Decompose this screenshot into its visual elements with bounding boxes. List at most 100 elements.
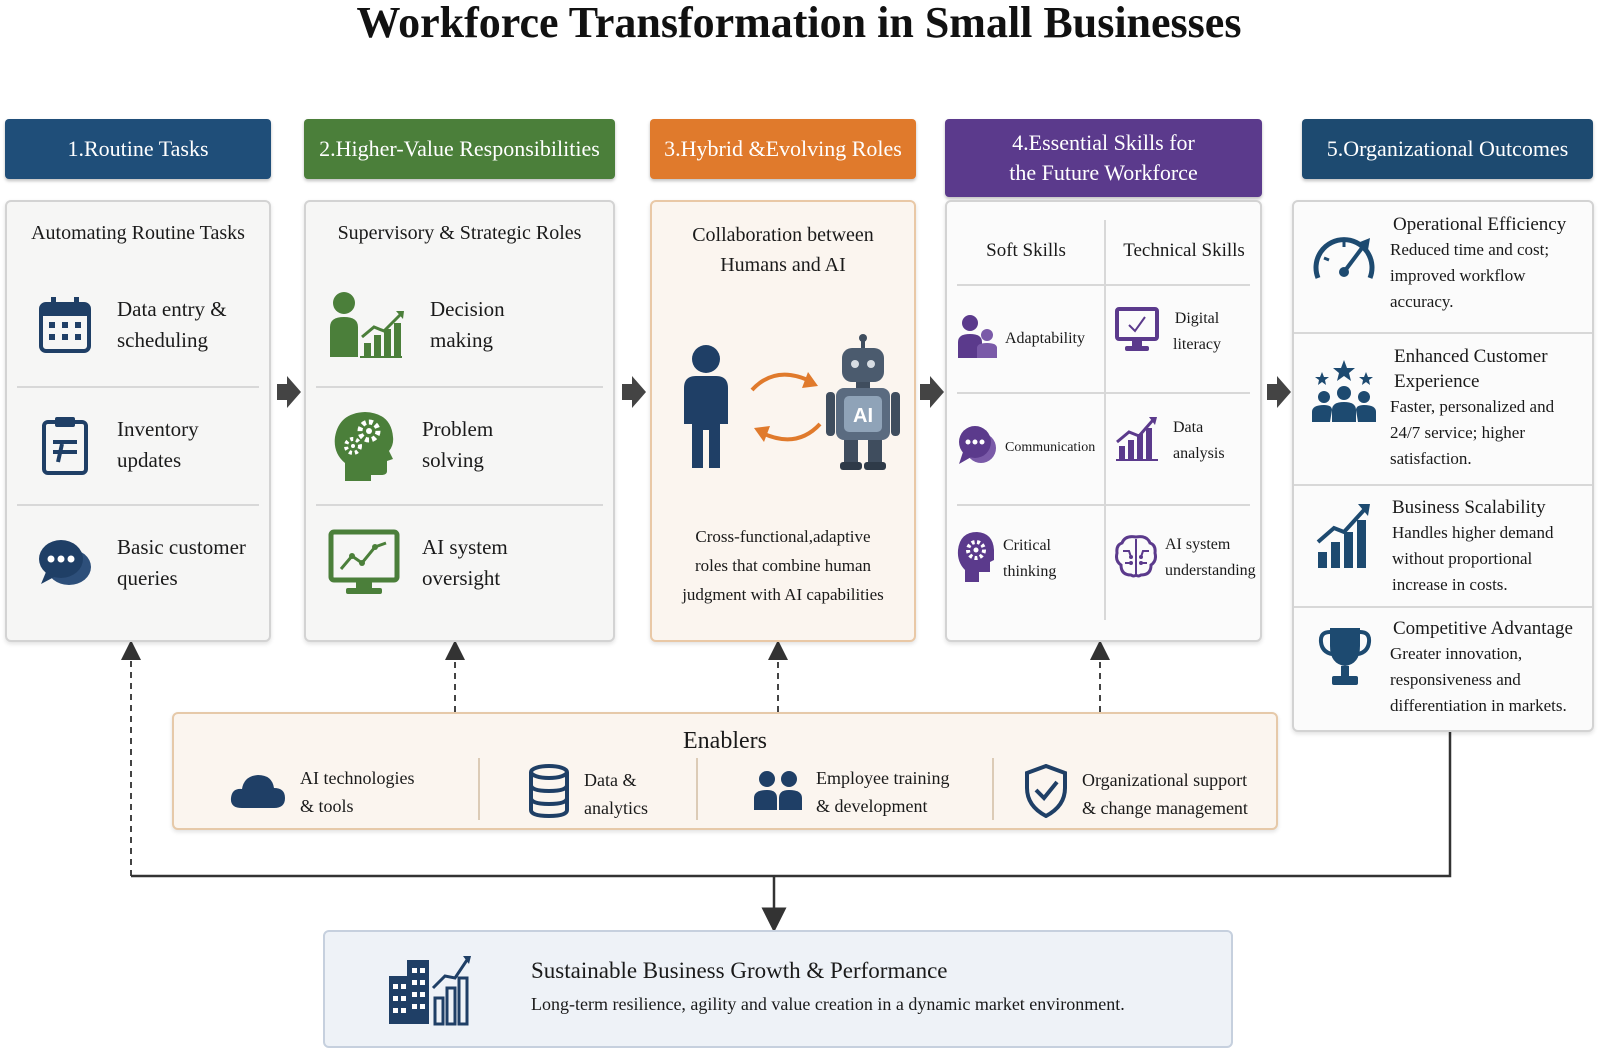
enabler-label: AI technologies xyxy=(300,768,415,788)
panel-title: Supervisory & Strategic Roles xyxy=(337,222,582,244)
tech-skill-digital-literacy: Digital literacy xyxy=(1115,306,1221,358)
outcome-title: Operational Efficiency xyxy=(1393,214,1567,235)
outcome-line: Handles higher demand xyxy=(1392,523,1554,542)
divider xyxy=(696,758,698,820)
enabler-employee-training: Employee training & development xyxy=(754,764,949,820)
header-essential-skills-line1: 4.Essential Skills for xyxy=(1012,130,1195,155)
soft-skill-adaptability: Adaptability xyxy=(957,314,1085,363)
people-icon xyxy=(957,314,997,363)
outcome-line: 24/7 service; higher xyxy=(1390,423,1526,442)
enabler-data-analytics: Data &analytics xyxy=(528,764,648,823)
outcome-line: satisfaction. xyxy=(1390,449,1472,468)
outcome-title: Business Scalability xyxy=(1392,497,1546,518)
robot-label: AI xyxy=(853,405,873,427)
enabler-ai-tools: AI technologies& tools xyxy=(230,764,414,820)
panel-essential-skills: Soft Skills Technical Skills Adaptabilit… xyxy=(945,200,1262,642)
skill-label: Digital xyxy=(1174,310,1220,327)
chat-bubble-icon xyxy=(25,528,105,598)
skill-label: Data xyxy=(1173,418,1204,436)
enabler-label: Employee training xyxy=(816,768,950,788)
growth-title: Sustainable Business Growth & Performanc… xyxy=(531,958,948,983)
outcome-business-scalability: Business Scalability Handles higher dema… xyxy=(1290,495,1580,598)
growth-panel: Sustainable Business Growth & Performanc… xyxy=(323,930,1233,1048)
outcome-line: without proportional xyxy=(1392,549,1533,568)
divider xyxy=(957,392,1250,394)
desc-line: judgment with AI capabilities xyxy=(682,585,884,604)
tech-skill-ai-understanding: AI system understanding xyxy=(1115,532,1256,584)
hybrid-description: Cross-functional,adaptive roles that com… xyxy=(652,522,914,609)
outcome-title: Experience xyxy=(1394,371,1480,392)
outcome-line: responsiveness and xyxy=(1390,670,1521,689)
header-essential-skills: 4.Essential Skills for the Future Workfo… xyxy=(945,119,1262,197)
bar-chart-icon xyxy=(1115,414,1159,467)
growth-description: Long-term resilience, agility and value … xyxy=(531,994,1125,1014)
column-divider xyxy=(1104,220,1106,620)
outcome-line: differentiation in markets. xyxy=(1390,696,1567,715)
speedometer-icon xyxy=(1312,228,1376,289)
growth-chart-icon xyxy=(1316,502,1372,575)
divider xyxy=(17,504,259,506)
robot-icon: AI xyxy=(826,334,900,479)
item-label: Basic customer xyxy=(117,535,246,559)
head-gears-icon xyxy=(324,410,404,481)
enabler-label: & development xyxy=(816,796,928,816)
skill-label: Critical xyxy=(1003,536,1051,554)
soft-skill-communication: Communication xyxy=(957,424,1095,471)
outcome-competitive-advantage: Competitive Advantage Greater innovation… xyxy=(1290,616,1580,719)
outcome-customer-experience: Enhanced Customer Experience Faster, per… xyxy=(1290,344,1580,472)
divider xyxy=(1294,332,1592,334)
item-label: scheduling xyxy=(117,328,208,352)
divider xyxy=(17,386,259,388)
flow-arrow-icon xyxy=(1267,376,1291,408)
enabler-label: & change management xyxy=(1082,797,1248,818)
outcome-title: Enhanced Customer xyxy=(1394,346,1548,367)
list-item: Data entry & scheduling xyxy=(15,266,261,384)
skill-label: literacy xyxy=(1173,336,1221,353)
outcome-title: Competitive Advantage xyxy=(1393,618,1573,639)
skill-label: AI system xyxy=(1165,536,1231,553)
header-routine-tasks: 1.Routine Tasks xyxy=(5,119,271,179)
person-chart-icon xyxy=(324,290,404,360)
item-label: solving xyxy=(422,448,484,472)
people-group-icon xyxy=(754,770,802,815)
outcome-operational-efficiency: Operational Efficiency Reduced time and … xyxy=(1290,212,1580,315)
database-icon xyxy=(528,764,570,823)
outcome-line: Greater innovation, xyxy=(1390,644,1523,663)
cloud-icon xyxy=(230,770,286,815)
enabler-label: Organizational support xyxy=(1082,769,1248,790)
brain-circuit-icon xyxy=(1115,533,1157,584)
outcome-line: Faster, personalized and xyxy=(1390,397,1555,416)
divider xyxy=(957,284,1250,286)
item-label: making xyxy=(430,328,493,352)
item-label: oversight xyxy=(422,566,501,590)
panel-routine-tasks: Automating Routine Tasks Data entry &sch… xyxy=(5,200,271,642)
divider xyxy=(478,758,480,820)
panel-title-line2: Humans and AI xyxy=(720,254,846,276)
skill-label: understanding xyxy=(1165,562,1256,579)
header-higher-value: 2.Higher-Value Responsibilities xyxy=(304,119,615,179)
head-gear-icon xyxy=(957,530,995,587)
item-label: queries xyxy=(117,566,178,590)
monitor-chart-icon xyxy=(324,528,404,598)
divider xyxy=(316,504,603,506)
team-stars-icon xyxy=(1312,358,1376,429)
clipboard-icon xyxy=(25,410,105,480)
calendar-icon xyxy=(25,290,105,360)
enabler-organizational-support: Organizational support & change managemen… xyxy=(1024,763,1248,823)
panel-title-line1: Collaboration between xyxy=(692,224,874,246)
enablers-title: Enablers xyxy=(683,728,767,754)
item-label: Inventory xyxy=(117,417,199,441)
shield-check-icon xyxy=(1024,763,1068,823)
skill-label: analysis xyxy=(1173,444,1225,462)
outcome-line: improved workflow xyxy=(1390,266,1526,285)
tech-skill-data-analysis: Data analysis xyxy=(1115,414,1225,467)
header-hybrid-roles: 3.Hybrid &Evolving Roles xyxy=(650,119,916,179)
item-label: Data entry & xyxy=(117,297,227,321)
building-growth-icon xyxy=(385,954,471,1031)
enabler-label: Data & xyxy=(584,769,637,790)
